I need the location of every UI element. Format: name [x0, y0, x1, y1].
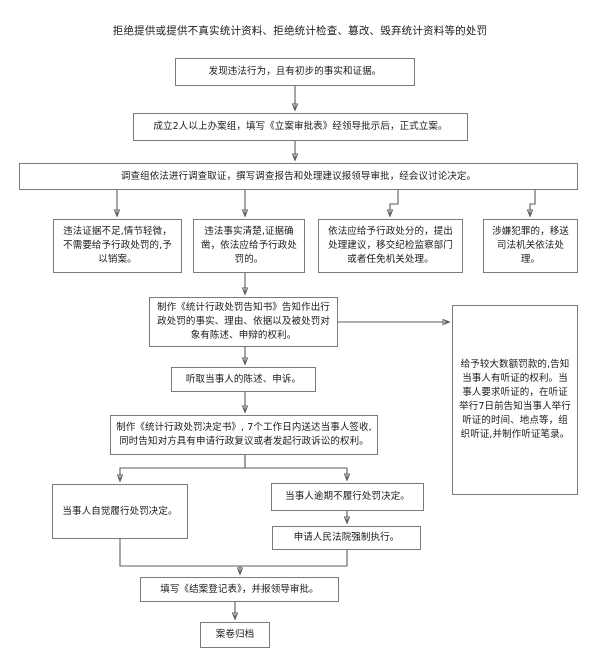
node-label: 发现违法行为，且有初步的事实和证据。: [208, 66, 382, 77]
node-label: 依法应给予行政处分的，提出处理建议，移交纪检监察部门或者任免机关处理。: [328, 226, 453, 265]
node-court-enforcement: 申请人民法院强制执行。: [272, 526, 421, 550]
node-label: 制作《统计行政处罚告知书》告知作出行政处罚的事实、理由、依据以及被处罚对象有陈述…: [157, 302, 330, 341]
node-label: 违法事实清楚,证据确凿，依法应给予行政处罚的。: [200, 226, 297, 265]
node-label: 给予较大数额罚款的,告知当事人有听证的权利。当事人要求听证的，在听证举行7日前告…: [459, 359, 571, 440]
node-penalty-decision-document: 制作《统计行政处罚决定书》, 7个工作日内送达当事人签收,同时告知对方具有申请行…: [110, 415, 378, 455]
edge-n7-n9b: [244, 455, 347, 480]
node-investigation-evidence: 调查组依法进行调查取证，撰写调查报告和处理建议报领导审批，经会议讨论决定。: [19, 163, 578, 190]
node-label: 当事人逾期不履行处罚决定。: [285, 491, 410, 502]
node-branch-clear-facts-penalty: 违法事实清楚,证据确凿，依法应给予行政处罚的。: [193, 219, 305, 273]
node-archive-file: 案卷归档: [200, 622, 270, 648]
node-label: 违法证据不足,情节轻微，不需要给予行政处罚的,予以销案。: [63, 226, 172, 265]
edge-n7-n9a: [120, 455, 246, 481]
edge-n10-n11: [240, 550, 348, 567]
edge-n3-n4d: [530, 190, 536, 216]
node-label: 调查组依法进行调查取证，撰写调查报告和处理建议报领导审批，经会议讨论决定。: [120, 170, 477, 182]
node-establish-case-team: 成立2人以上办案组，填写《立案审批表》经领导批示后，正式立案。: [133, 113, 468, 141]
node-hear-statement-appeal: 听取当事人的陈述、申诉。: [171, 367, 316, 392]
node-discover-violation: 发现违法行为，且有初步的事实和证据。: [175, 58, 415, 86]
node-label: 成立2人以上办案组，填写《立案审批表》经领导批示后，正式立案。: [153, 121, 448, 132]
node-case-closing-form: 填写《结案登记表》，并报领导审批。: [140, 577, 339, 602]
node-label: 听取当事人的陈述、申诉。: [185, 373, 302, 385]
edge-n3-n4c: [390, 190, 399, 216]
node-label: 涉嫌犯罪的，移送司法机关依法处理。: [492, 226, 569, 265]
node-overdue-noncompliance: 当事人逾期不履行处罚决定。: [271, 483, 424, 511]
node-penalty-notice: 制作《统计行政处罚告知书》告知作出行政处罚的事实、理由、依据以及被处罚对象有陈述…: [149, 297, 338, 347]
node-voluntary-compliance: 当事人自觉履行处罚决定。: [52, 484, 188, 539]
page-title: 拒绝提供或提供不真实统计资料、拒绝统计检查、篡改、毁弃统计资料等的处罚: [112, 25, 488, 37]
node-label: 制作《统计行政处罚决定书》, 7个工作日内送达当事人签收,同时告知对方具有申请行…: [116, 422, 372, 447]
node-label: 申请人民法院强制执行。: [293, 532, 400, 543]
node-branch-administrative-sanction: 依法应给予行政处分的，提出处理建议，移交纪检监察部门或者任免机关处理。: [318, 219, 463, 273]
node-label: 当事人自觉履行处罚决定。: [62, 505, 178, 517]
node-hearing-large-fine: 给予较大数额罚款的,告知当事人有听证的权利。当事人要求听证的，在听证举行7日前告…: [452, 305, 578, 495]
edge-n9a-n11: [119, 539, 240, 574]
node-label: 填写《结案登记表》，并报领导审批。: [160, 583, 319, 595]
node-label: 案卷归档: [215, 629, 255, 640]
node-branch-insufficient-evidence: 违法证据不足,情节轻微，不需要给予行政处罚的,予以销案。: [53, 219, 182, 273]
node-branch-suspected-crime: 涉嫌犯罪的，移送司法机关依法处理。: [483, 219, 578, 273]
